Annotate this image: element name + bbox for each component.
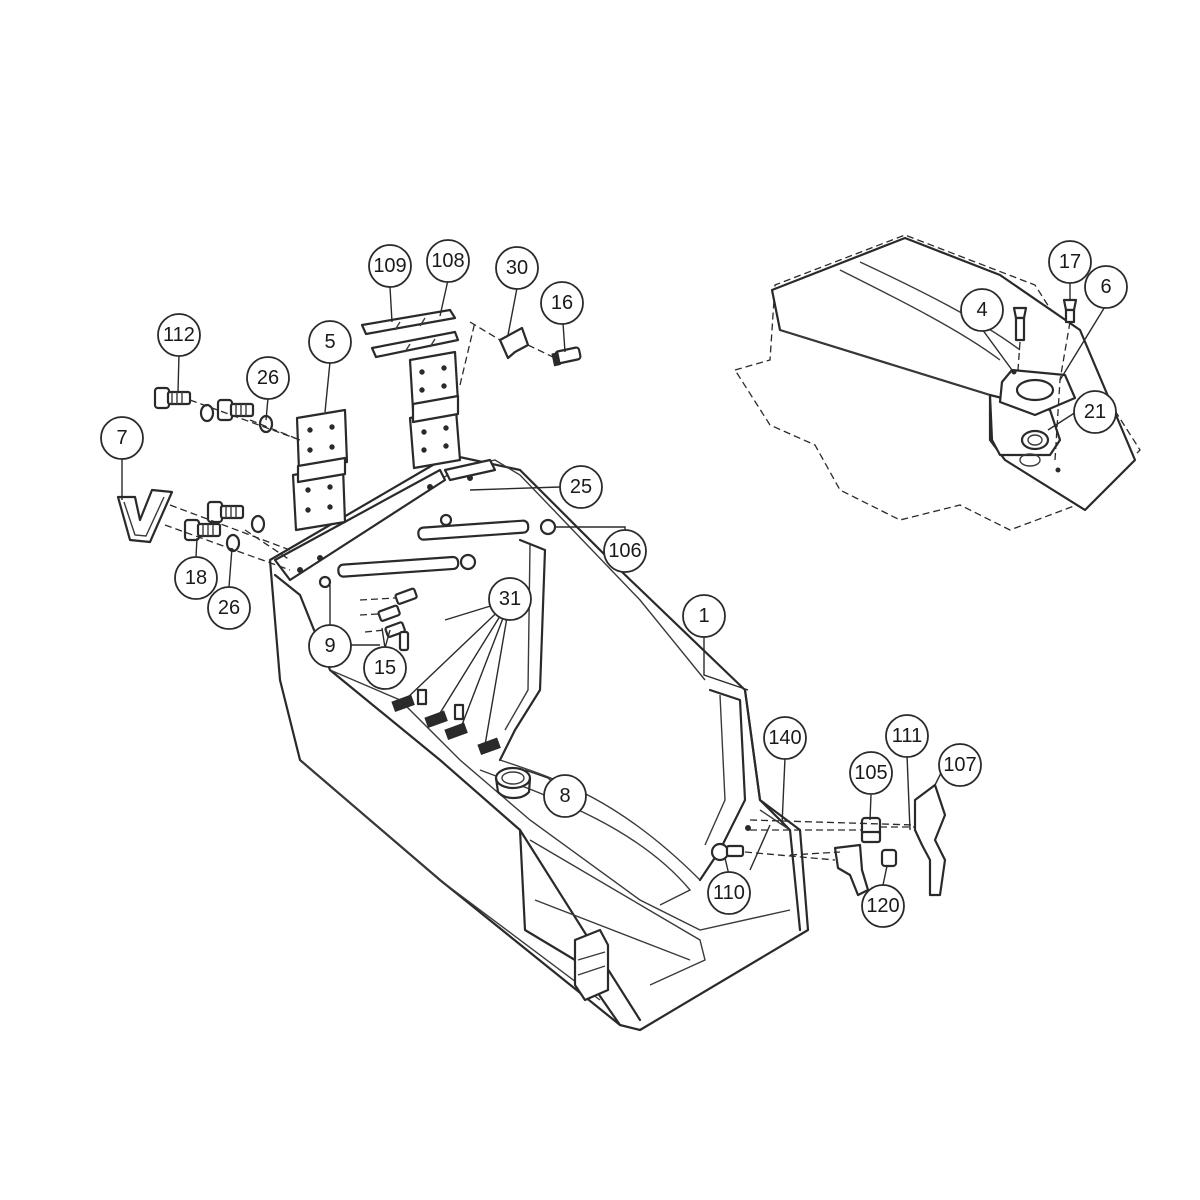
svg-text:109: 109	[373, 255, 406, 277]
gas-strut-lower	[318, 553, 477, 589]
callout-5: 5	[308, 320, 352, 364]
svg-text:30: 30	[506, 257, 528, 279]
callout-25: 25	[559, 465, 603, 509]
callout-140: 140	[763, 716, 807, 760]
svg-text:26: 26	[218, 597, 240, 619]
callout-106: 106	[603, 529, 647, 573]
svg-text:1: 1	[698, 605, 709, 627]
callout-1: 1	[682, 594, 726, 638]
callout-7: 7	[100, 416, 144, 460]
svg-text:110: 110	[713, 882, 745, 904]
callout-120: 120	[861, 884, 905, 928]
svg-text:120: 120	[866, 895, 899, 917]
svg-text:17: 17	[1059, 251, 1081, 273]
callout-111: 111	[885, 714, 929, 758]
callouts: 109 108 30 16 112 5 26 7 25 106 18 26 31…	[100, 239, 1128, 928]
svg-text:18: 18	[185, 567, 207, 589]
callout-109: 109	[368, 244, 412, 288]
callout-107: 107	[938, 743, 982, 787]
svg-text:112: 112	[163, 324, 195, 346]
svg-text:4: 4	[976, 299, 987, 321]
latch-assembly	[710, 783, 947, 897]
svg-text:140: 140	[768, 727, 801, 749]
callout-8: 8	[543, 774, 587, 818]
callout-4: 4	[960, 288, 1004, 332]
svg-text:25: 25	[570, 476, 592, 498]
callout-16: 16	[540, 281, 584, 325]
shim-strips	[360, 308, 460, 359]
callout-6: 6	[1084, 265, 1128, 309]
callout-26-lower: 26	[207, 586, 251, 630]
callout-108: 108	[426, 239, 470, 283]
hinge-plate-right	[408, 350, 462, 470]
callout-31: 31	[488, 577, 532, 621]
svg-text:6: 6	[1100, 276, 1111, 298]
callout-17: 17	[1048, 240, 1092, 284]
callout-15: 15	[363, 646, 407, 690]
callout-105: 105	[849, 751, 893, 795]
svg-text:16: 16	[551, 292, 573, 314]
callout-21: 21	[1073, 390, 1117, 434]
svg-text:7: 7	[116, 427, 127, 449]
leader-lines	[121, 279, 1107, 886]
inset-detail	[733, 234, 1141, 531]
clip-and-screw	[459, 321, 582, 386]
svg-text:15: 15	[374, 657, 396, 679]
svg-text:31: 31	[499, 588, 521, 610]
inner-fasteners	[359, 587, 418, 652]
left-fasteners	[153, 386, 301, 571]
callout-30: 30	[495, 246, 539, 290]
svg-text:108: 108	[431, 250, 464, 272]
callout-26-upper: 26	[246, 356, 290, 400]
inner-hinge-bracket	[273, 458, 497, 582]
gas-strut-upper	[417, 513, 557, 541]
svg-text:111: 111	[892, 725, 922, 747]
svg-text:21: 21	[1084, 401, 1106, 423]
svg-text:8: 8	[559, 785, 570, 807]
callout-18: 18	[174, 556, 218, 600]
callout-110: 110	[707, 871, 751, 915]
drain-fitting	[494, 766, 532, 800]
svg-text:9: 9	[324, 635, 335, 657]
svg-text:106: 106	[608, 540, 641, 562]
v-emblem	[116, 488, 174, 544]
callout-9: 9	[308, 624, 352, 668]
svg-text:26: 26	[257, 367, 279, 389]
svg-text:5: 5	[324, 331, 335, 353]
hinge-plate-left	[291, 408, 349, 532]
svg-text:105: 105	[854, 762, 887, 784]
callout-112: 112	[157, 313, 201, 357]
svg-text:107: 107	[943, 754, 976, 776]
